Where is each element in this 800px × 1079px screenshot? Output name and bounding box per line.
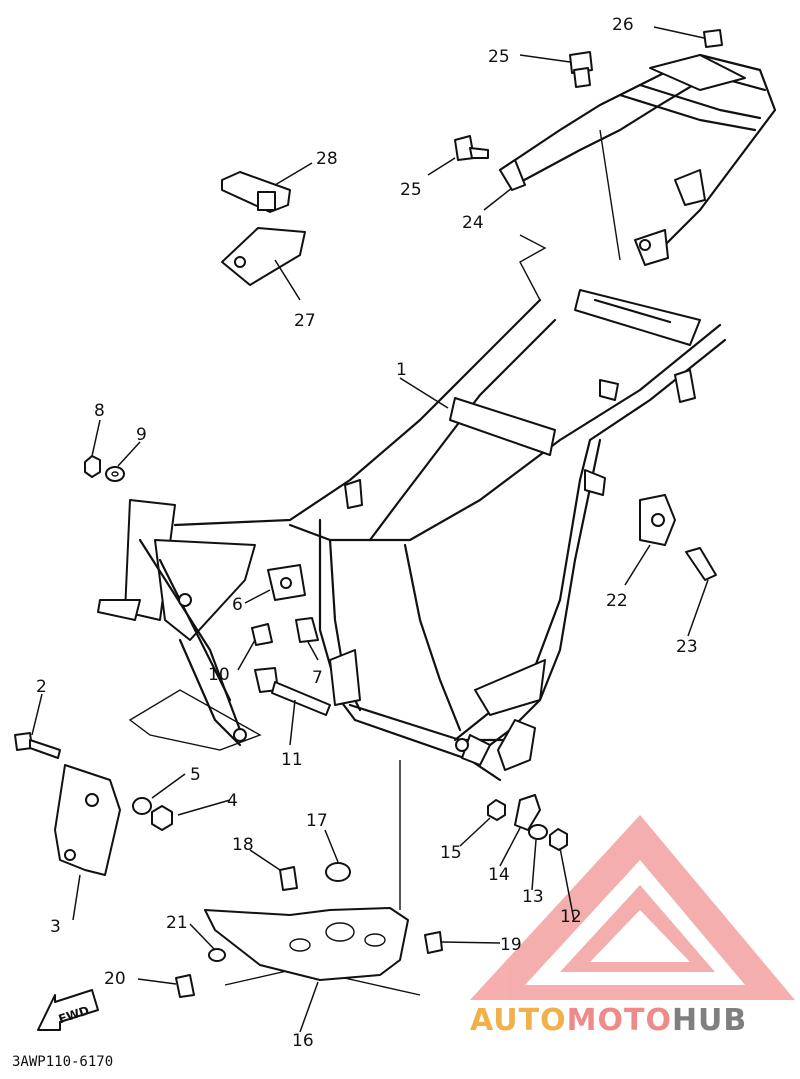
watermark-logo [470,815,795,1000]
callout-27: 27 [294,311,316,331]
callout-15: 15 [440,843,462,863]
callout-8: 8 [94,401,105,421]
leader-lines [31,26,709,1033]
callout-18: 18 [232,835,254,855]
part-2-bolt [14,732,61,759]
part-6-bracket [267,564,306,601]
part-13-washer [528,824,548,840]
callout-25-lower: 25 [400,180,422,200]
callout-26: 26 [612,15,634,35]
watermark-auto: AUTO [470,1003,567,1038]
callout-2: 2 [36,677,47,697]
callout-20: 20 [104,969,126,989]
callout-14: 14 [488,865,510,885]
callout-16: 16 [292,1031,314,1051]
callout-4: 4 [227,791,238,811]
callout-6: 6 [232,595,243,615]
part-23-screw [685,547,717,581]
callout-5: 5 [190,765,201,785]
part-12-nut [549,828,568,851]
callout-13: 13 [522,887,544,907]
part-25a-bolt [569,51,593,88]
callout-22: 22 [606,591,628,611]
part-11-long-bolt [254,667,331,716]
part-9-washer [105,466,125,482]
part-27-pad [221,227,306,286]
callout-23: 23 [676,637,698,657]
svg-text:AUTOMOTOHUB: AUTOMOTOHUB [470,1003,747,1038]
fwd-arrow: FWD [37,989,99,1031]
callout-9: 9 [136,425,147,445]
callout-19: 19 [500,935,522,955]
part-28-bracket [221,171,291,213]
callout-3: 3 [50,917,61,937]
part-5-washer [132,797,152,815]
part-7-bolt [295,617,319,643]
part-26-bolt [703,29,723,48]
part-3-bracket [54,764,121,876]
part-14-bracket [514,794,541,831]
part-20-bolt [175,974,195,998]
part-18-bolt [279,866,298,891]
callout-24: 24 [462,213,484,233]
part-19-bolt [424,931,443,954]
part-4-nut [151,805,173,831]
watermark-hub: HUB [672,1003,747,1038]
part-25b-bolt [454,135,489,161]
part-22-clamp [639,494,676,546]
watermark-moto: MOTO [567,1003,672,1038]
part-10-bolt [251,623,273,646]
part-21-washer [208,948,226,962]
callout-25-upper: 25 [488,47,510,67]
callout-10: 10 [208,665,230,685]
callout-28: 28 [316,149,338,169]
part-16-skid-plate [204,907,409,981]
callouts: 1 2 3 4 5 6 7 8 9 10 11 12 13 14 15 16 1… [36,15,698,1051]
callout-12: 12 [560,907,582,927]
callout-21: 21 [166,913,188,933]
diagram-code: 3AWP110-6170 [12,1054,113,1070]
callout-1: 1 [396,360,407,380]
watermark-text: AUTOMOTOHUB [470,1003,747,1038]
callout-7: 7 [312,668,323,688]
part-17-grommet [325,862,351,882]
main-frame [97,53,777,782]
callout-11: 11 [281,750,303,770]
part-8-nut [84,455,101,478]
callout-17: 17 [306,811,328,831]
part-15-nut [487,799,506,821]
